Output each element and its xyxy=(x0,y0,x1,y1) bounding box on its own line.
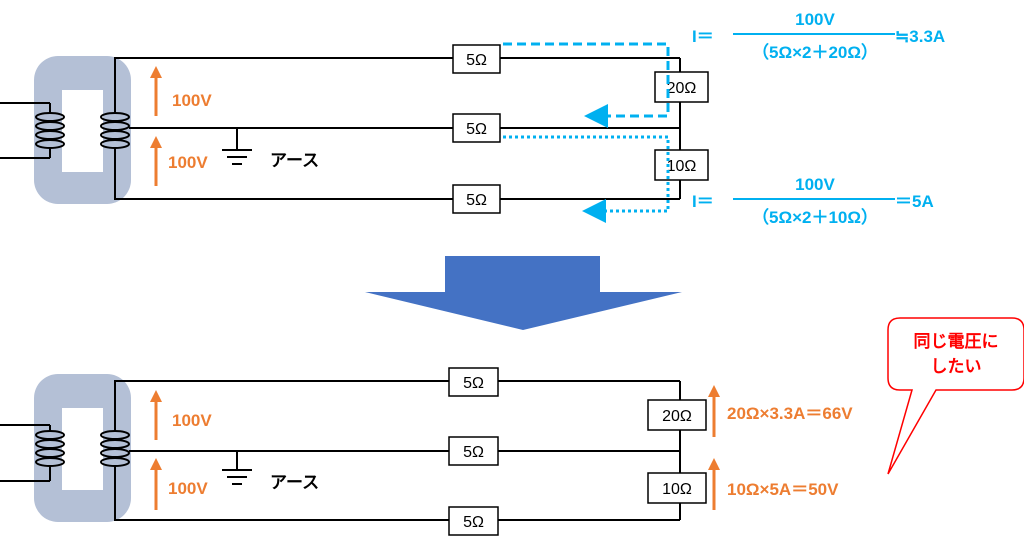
svg-text:I＝: I＝ xyxy=(692,27,714,46)
svg-text:5Ω: 5Ω xyxy=(463,444,484,461)
primary-coil-bottom xyxy=(0,424,65,482)
resistor-5b-bottom: 5Ω xyxy=(448,436,499,466)
svg-text:＝5A: ＝5A xyxy=(895,192,934,211)
callout-line-2: したい xyxy=(931,357,982,376)
svg-text:（5Ω×2＋10Ω）: （5Ω×2＋10Ω） xyxy=(752,207,878,227)
primary-coil-top xyxy=(0,102,65,159)
callout-line-1: 同じ電圧に xyxy=(914,332,999,351)
voltage-label-1-top: 100V xyxy=(172,91,212,110)
callout-bubble: 同じ電圧に したい xyxy=(887,317,1024,475)
resistor-10-bottom: 10Ω xyxy=(647,472,707,504)
resistor-10-top: 10Ω xyxy=(654,149,709,181)
down-arrow xyxy=(365,256,682,330)
svg-text:5Ω: 5Ω xyxy=(466,52,487,69)
resistor-20-bottom: 20Ω xyxy=(647,399,707,431)
current-path-20 xyxy=(503,42,670,128)
resistor-5c-bottom: 5Ω xyxy=(448,506,499,536)
equation-1: I＝ 100V （5Ω×2＋20Ω） ≒3.3A xyxy=(692,10,945,62)
earth-label-bottom: アース xyxy=(270,473,319,492)
svg-text:5Ω: 5Ω xyxy=(463,375,484,392)
earth-label-top: アース xyxy=(270,151,319,170)
voltage-label-1-bottom: 100V xyxy=(172,411,212,430)
wires-top xyxy=(129,57,681,200)
voltage-drop-10: 10Ω×5A＝50V xyxy=(727,480,839,499)
voltage-arrows-top xyxy=(150,66,162,186)
svg-text:10Ω: 10Ω xyxy=(662,481,692,498)
svg-text:100V: 100V xyxy=(795,175,835,194)
current-path-10 xyxy=(503,135,670,223)
bottom-circuit: 5Ω 5Ω 5Ω 20Ω 10Ω 100V 100V xyxy=(0,367,853,536)
top-circuit: 5Ω 5Ω 5Ω 20Ω 10Ω 100V 100V アース xyxy=(0,10,945,227)
svg-text:20Ω: 20Ω xyxy=(667,80,697,97)
svg-text:10Ω: 10Ω xyxy=(667,158,697,175)
equation-2: I＝ 100V （5Ω×2＋10Ω） ＝5A xyxy=(692,175,934,227)
svg-text:20Ω: 20Ω xyxy=(662,408,692,425)
secondary-coil-bottom xyxy=(100,380,134,521)
resistor-5c-top: 5Ω xyxy=(452,184,501,214)
svg-text:I＝: I＝ xyxy=(692,192,714,211)
voltage-arrows-bottom xyxy=(150,385,720,510)
resistor-5b-top: 5Ω xyxy=(452,113,501,143)
wires-bottom xyxy=(129,380,681,521)
svg-text:5Ω: 5Ω xyxy=(466,121,487,138)
voltage-label-2-top: 100V xyxy=(168,153,208,172)
resistor-5a-top: 5Ω xyxy=(452,44,501,74)
voltage-drop-20: 20Ω×3.3A＝66V xyxy=(727,404,853,423)
svg-text:100V: 100V xyxy=(795,10,835,29)
svg-text:（5Ω×2＋20Ω）: （5Ω×2＋20Ω） xyxy=(752,42,878,62)
svg-text:5Ω: 5Ω xyxy=(463,514,484,531)
resistor-20-top: 20Ω xyxy=(654,71,709,103)
svg-text:5Ω: 5Ω xyxy=(466,192,487,209)
resistor-5a-bottom: 5Ω xyxy=(448,367,499,397)
secondary-coil-top xyxy=(100,57,134,200)
voltage-label-2-bottom: 100V xyxy=(168,479,208,498)
svg-text:≒3.3A: ≒3.3A xyxy=(895,27,945,46)
